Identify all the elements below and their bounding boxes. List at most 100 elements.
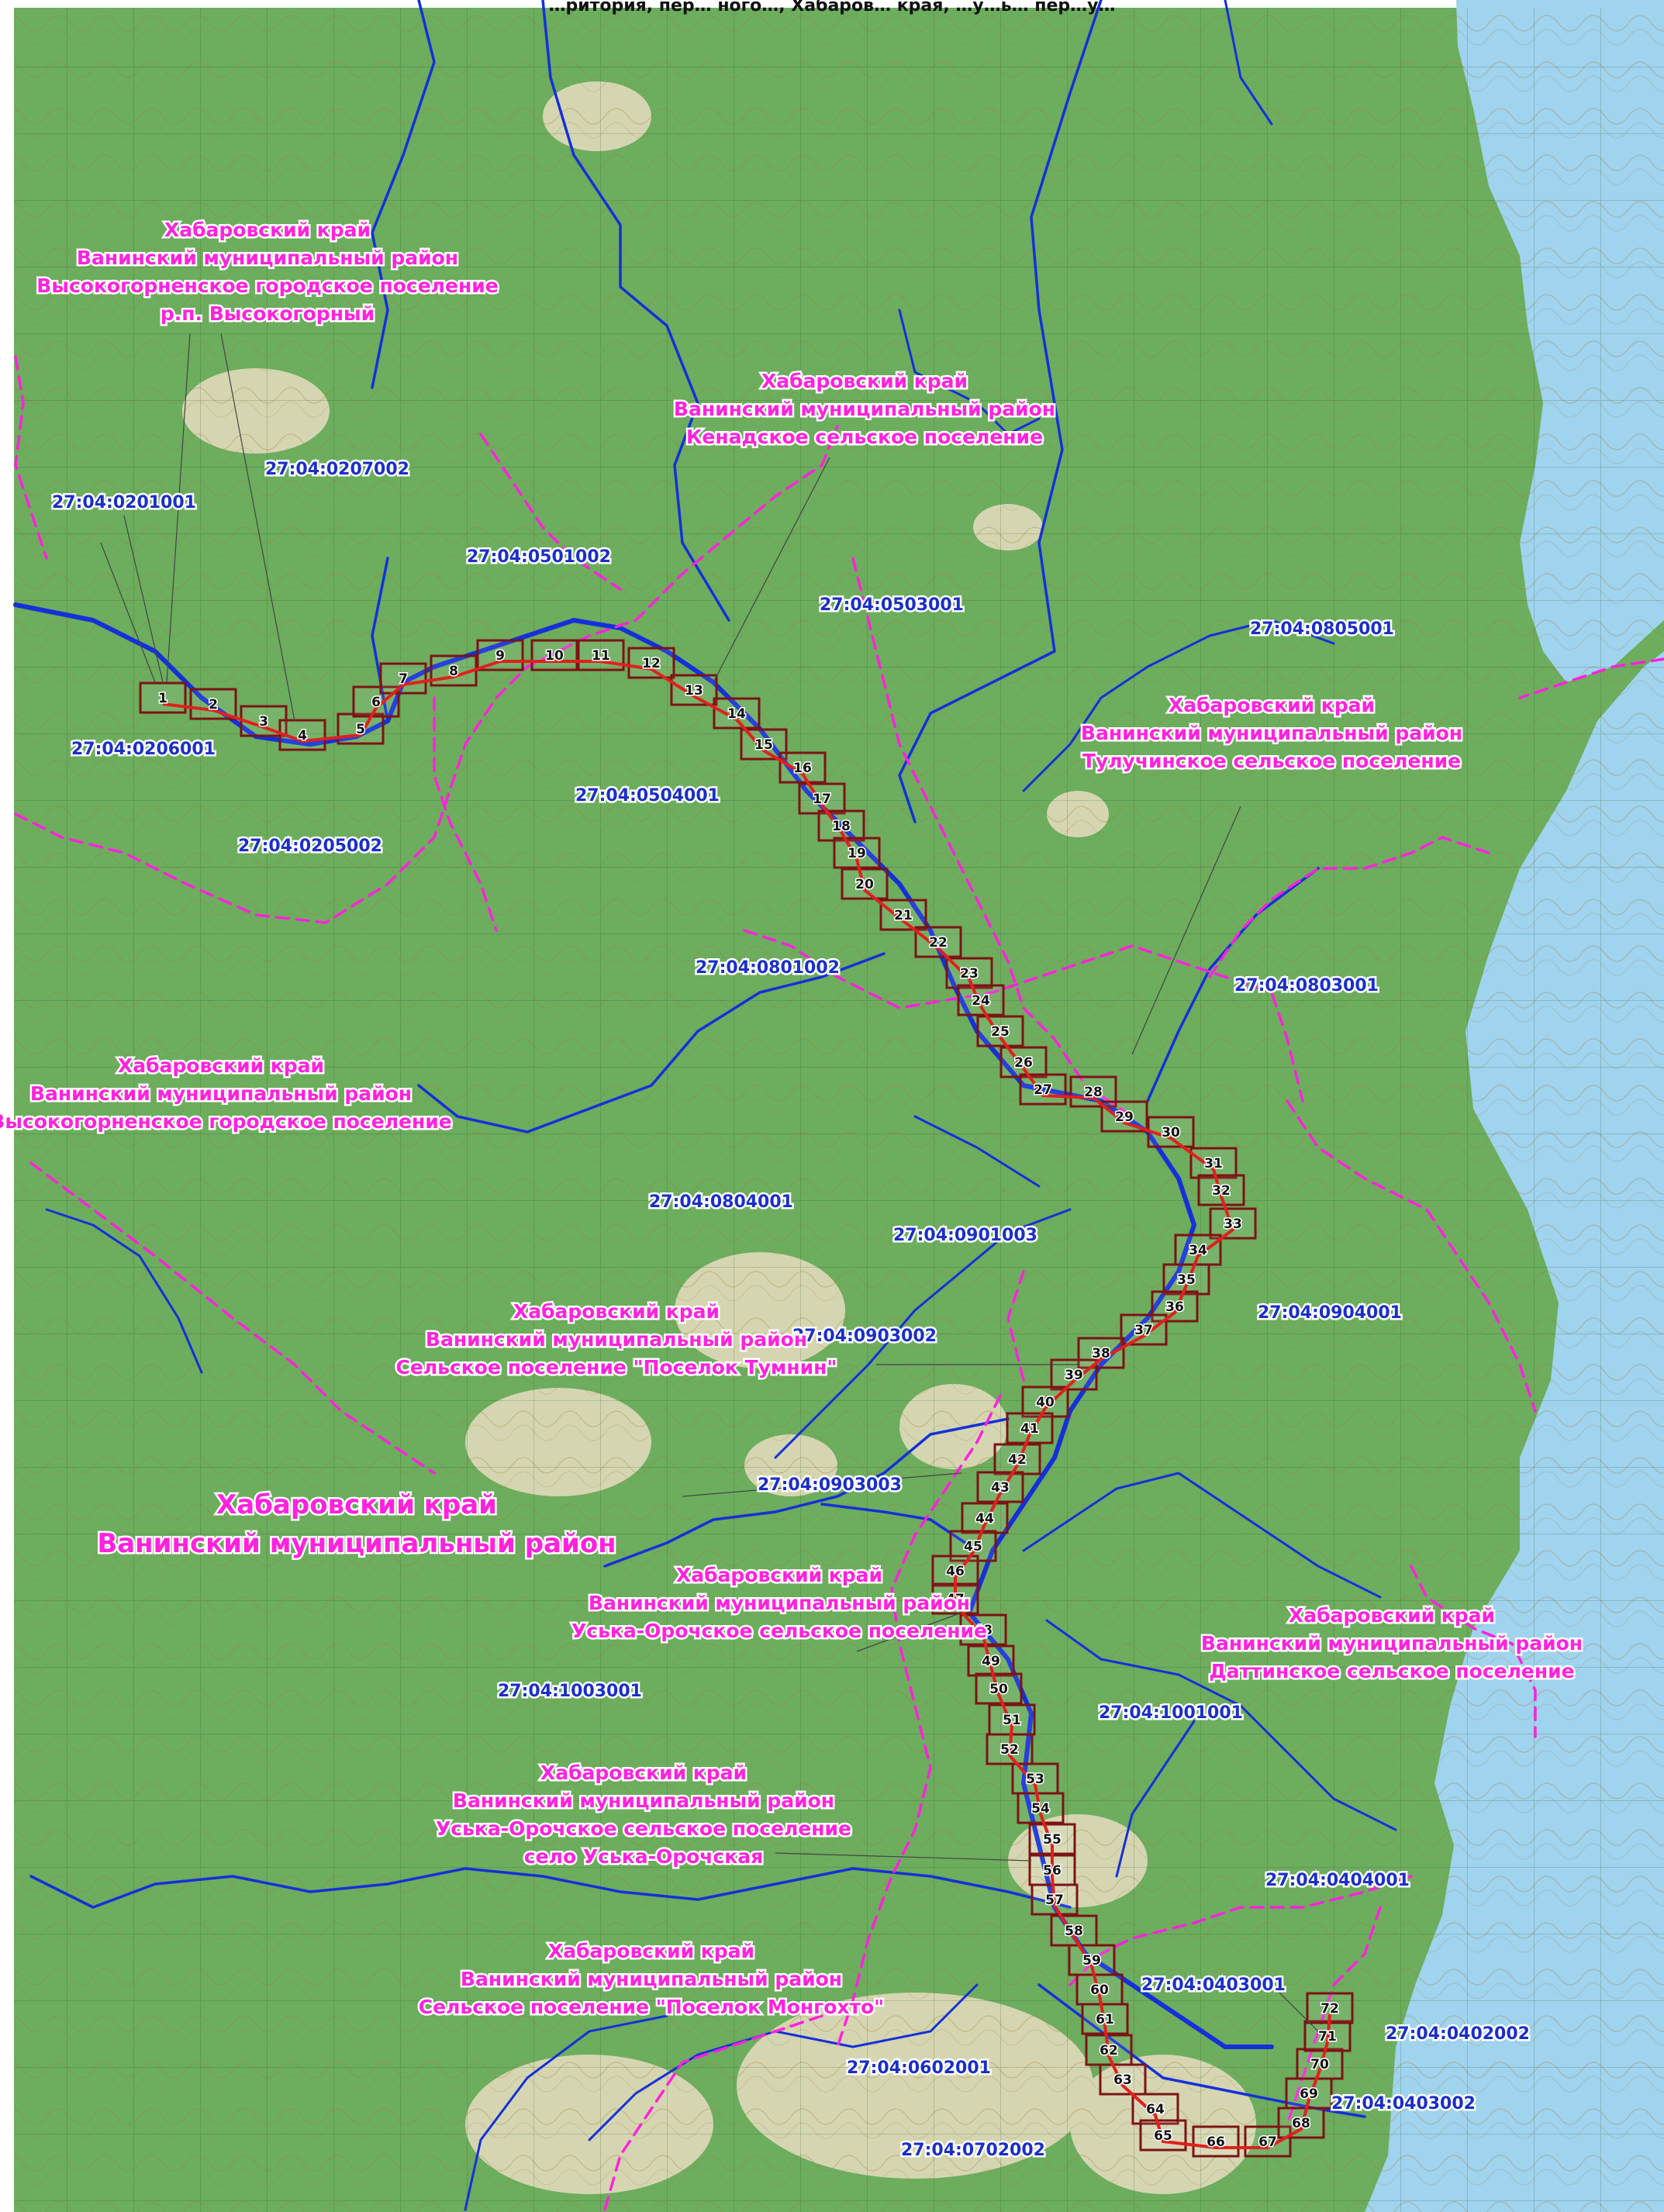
cadastral-code: 27:04:0501002	[467, 547, 611, 567]
sheet-frame	[379, 662, 427, 695]
sheet-number: 16	[793, 761, 812, 776]
sheet-number: 57	[1045, 1893, 1064, 1908]
region-label-line: Уська-Орочское сельское поселение	[436, 1817, 851, 1840]
sheet-number: 2	[209, 697, 218, 713]
sheet-frame	[993, 1443, 1041, 1475]
sheet-frame	[337, 713, 385, 745]
sheet-frame	[139, 682, 187, 714]
leader-line	[856, 1612, 962, 1652]
cadastral-code: 27:04:1001001	[1099, 1703, 1243, 1723]
sheet-frame	[1151, 1290, 1199, 1323]
leader-line	[100, 542, 156, 683]
sheet-number: 63	[1113, 2072, 1132, 2088]
cadastral-code: 27:04:0402002	[1386, 2024, 1530, 2044]
sheet-number: 70	[1310, 2057, 1329, 2072]
sheet-number: 6	[371, 695, 381, 710]
sheet-number: 35	[1177, 1272, 1196, 1288]
sheet-frames	[139, 639, 1354, 2158]
cadastral-code: 27:04:0201001	[52, 493, 196, 512]
sheet-number: 69	[1300, 2086, 1318, 2102]
sheet-frame	[1021, 1386, 1069, 1418]
sheet-number: 10	[545, 648, 564, 664]
sheet-number: 20	[855, 877, 874, 892]
sheet-number: 22	[929, 935, 948, 951]
sheet-frame	[914, 926, 962, 958]
cadastral-labels: 27:04:020100127:04:020700227:04:05010022…	[50, 458, 1532, 2162]
leader-line	[713, 457, 830, 683]
cadastral-code: 27:04:0901003	[893, 1226, 1037, 1245]
sheet-number: 67	[1258, 2134, 1277, 2150]
region-label-line: Хабаровский край	[164, 219, 371, 241]
sheet-number: 24	[972, 993, 990, 1009]
region-label-line: Ванинский муниципальный район	[426, 1328, 807, 1351]
sheet-number: 17	[813, 792, 831, 807]
sheet-number: 23	[960, 966, 979, 982]
region-label-line: Хабаровский край	[513, 1300, 720, 1323]
cadastral-code: 27:04:0903003	[758, 1475, 902, 1495]
sheet-number: 42	[1008, 1452, 1027, 1468]
sheet-number: 3	[259, 714, 268, 730]
region-label-line: Хабаровский край	[216, 1489, 497, 1520]
region-label-line: Ванинский муниципальный район	[77, 247, 458, 269]
cadastral-code: 27:04:0504001	[575, 786, 720, 806]
region-label-line: село Уська-Орочская	[524, 1845, 763, 1868]
cadastral-code: 27:04:0702002	[901, 2141, 1045, 2160]
sheet-number: 8	[449, 664, 458, 679]
cadastral-code: 27:04:0404001	[1265, 1871, 1410, 1890]
sheet-frame	[1244, 2125, 1292, 2158]
region-label-line: Тулучинское сельское поселение	[1082, 750, 1461, 772]
sheet-number: 27	[1034, 1082, 1052, 1098]
cadastral-code: 27:04:0903002	[792, 1327, 937, 1346]
region-label-line: Хабаровский край	[1169, 694, 1375, 716]
sheet-number: 21	[894, 908, 913, 923]
sheet-number: 18	[832, 819, 851, 834]
region-label-line: Даттинское сельское поселение	[1209, 1660, 1574, 1682]
cadastral-code: 27:04:0206001	[71, 740, 216, 759]
sheet-frame	[817, 809, 865, 842]
region-label-line: Ванинский муниципальный район	[97, 1528, 616, 1559]
sheet-number: 39	[1065, 1368, 1083, 1383]
sheet-number: 15	[754, 737, 773, 753]
sheet-number: 53	[1026, 1772, 1044, 1787]
sheet-number: 19	[848, 846, 866, 861]
region-label-line: Высокогорненское городское поселение	[36, 274, 498, 297]
route-line	[162, 660, 1331, 2149]
leader-line	[166, 333, 191, 683]
sheet-number: 60	[1090, 1983, 1109, 1998]
sheet-number: 48	[974, 1623, 993, 1638]
sheet-number: 43	[991, 1480, 1010, 1496]
sheet-number: 1	[158, 691, 167, 706]
sheet-number: 52	[1000, 1742, 1019, 1758]
region-label-line: Уська-Орочское сельское поселение	[571, 1620, 987, 1642]
header-title: …ритория, пер… ного…, Хабаров… края, …у……	[548, 0, 1115, 16]
sheet-number: 29	[1115, 1109, 1134, 1125]
sheet-number: 47	[946, 1592, 965, 1607]
region-label-line: Хабаровский край	[761, 370, 968, 392]
sheet-number: 9	[495, 648, 505, 664]
leader-line	[123, 515, 164, 683]
sheet-number: 4	[298, 728, 307, 744]
sheet-number: 54	[1031, 1801, 1050, 1817]
sheet-frame	[999, 1046, 1048, 1078]
region-label-line: Ванинский муниципальный район	[1081, 722, 1462, 744]
sheet-number: 61	[1096, 2012, 1114, 2027]
sheet-number: 65	[1154, 2128, 1172, 2144]
sheet-number: 50	[989, 1682, 1008, 1697]
sheet-number: 45	[964, 1539, 982, 1555]
cadastral-code: 27:04:0803001	[1234, 976, 1379, 996]
sheet-frame	[957, 984, 1005, 1016]
sheet-number: 30	[1162, 1125, 1180, 1141]
administrative-boundaries	[14, 355, 1664, 2211]
leader-lines	[100, 333, 1319, 2032]
cadastral-code: 27:04:0804001	[649, 1192, 793, 1212]
sheet-number: 55	[1043, 1832, 1062, 1848]
